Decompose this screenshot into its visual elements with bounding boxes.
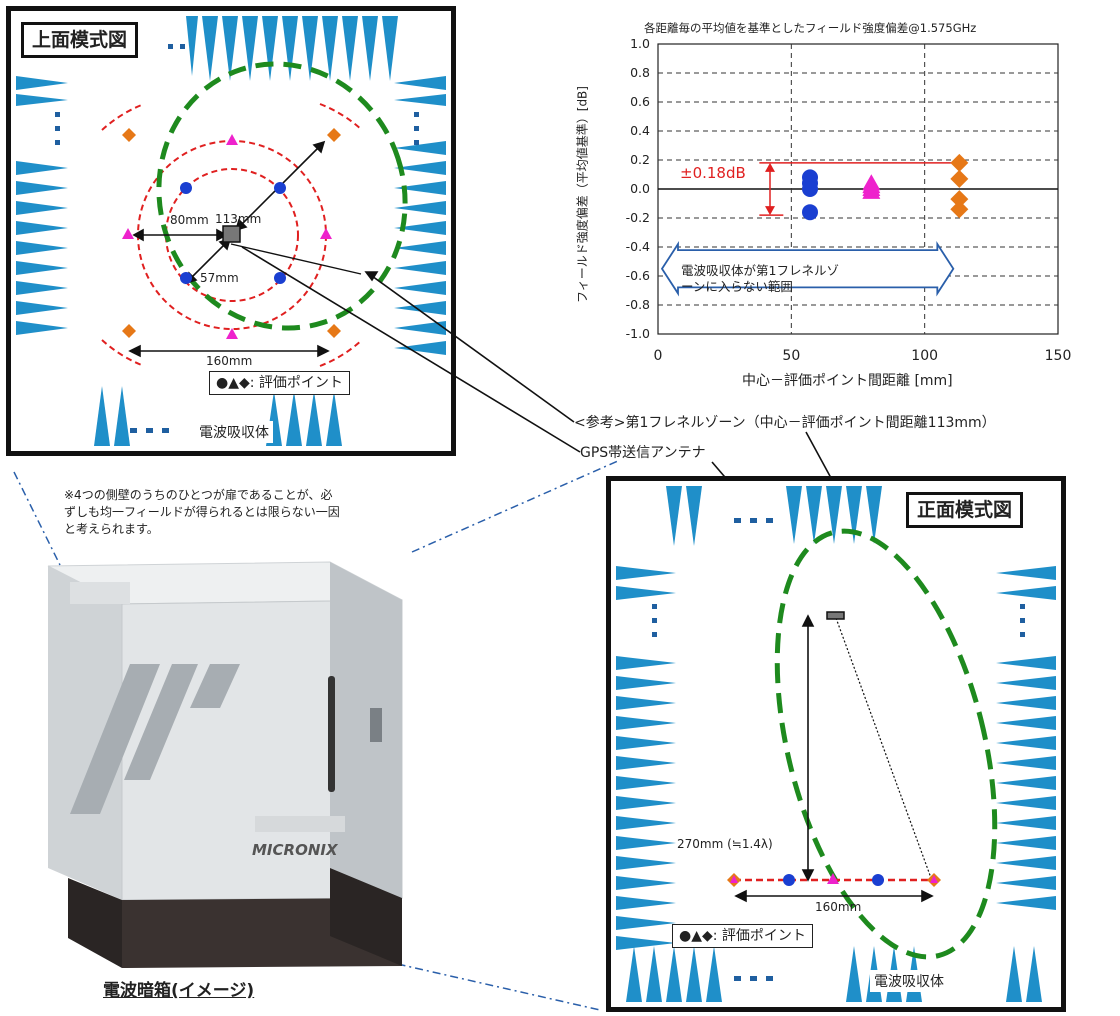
range-arrow-head-top bbox=[765, 162, 775, 172]
footnote: ※4つの側壁のうちのひとつが扉であることが、必 ずしも均一フィールドが得られると… bbox=[64, 487, 340, 538]
footnote-line-1: ※4つの側壁のうちのひとつが扉であることが、必 bbox=[64, 488, 333, 502]
chart-xlabel: 中心－評価ポイント間距離 [mm] bbox=[742, 373, 953, 389]
top-view-panel: 上面模式図 113mm 80mm 57mm 160mm ●▲◆: 評価ポイント … bbox=[6, 6, 456, 456]
label-270mm: 270mm (≒1.4λ) bbox=[677, 837, 773, 851]
y-tick-label: -0.8 bbox=[626, 297, 650, 312]
label-80mm: 80mm bbox=[170, 213, 209, 227]
y-tick-label: 0.8 bbox=[630, 65, 650, 80]
chart-range-annotation: ±0.18dB bbox=[680, 164, 746, 182]
chart-ylabel: フィールド強度偏差（平均値基準）[dB] bbox=[575, 86, 590, 303]
ring-57mm bbox=[165, 168, 299, 302]
y-tick-label: 0.4 bbox=[630, 123, 650, 138]
top-absorber-top bbox=[186, 16, 398, 81]
chart-title: 各距離毎の平均値を基準としたフィールド強度偏差@1.575GHz bbox=[644, 21, 977, 35]
label-160mm-front: 160mm bbox=[815, 900, 862, 914]
antenna-callout: GPS帯送信アンテナ bbox=[580, 445, 706, 461]
y-tick-label: -0.2 bbox=[626, 210, 650, 225]
data-point-circle bbox=[802, 181, 818, 197]
chart-panel: 1.0 0.8 0.6 0.4 0.2 0.0 -0.2 -0.4 -0.6 -0.8 -1.0 0 5… bbox=[566, 8, 1078, 393]
front-dimension-arrows bbox=[734, 614, 934, 903]
data-point-circle bbox=[802, 204, 818, 221]
top-absorber-label: 電波吸収体 bbox=[195, 421, 273, 443]
deviation-chart: 1.0 0.8 0.6 0.4 0.2 0.0 -0.2 -0.4 -0.6 -0.8 -1.0 0 5… bbox=[626, 36, 1072, 364]
top-antenna bbox=[222, 225, 241, 243]
data-point-triangle bbox=[862, 182, 881, 199]
annotation-arrow-box bbox=[660, 241, 955, 297]
data-point-diamond bbox=[950, 190, 969, 209]
data-point-diamond bbox=[950, 153, 969, 172]
y-tick-label: 0.0 bbox=[630, 181, 650, 196]
y-tick-label: -0.4 bbox=[626, 239, 650, 254]
front-antenna bbox=[826, 611, 845, 620]
data-point-diamond bbox=[950, 169, 969, 188]
x-tick-label: 50 bbox=[782, 348, 800, 364]
label-160mm-top: 160mm bbox=[206, 354, 253, 368]
range-arrow-head-bottom bbox=[765, 206, 775, 216]
data-point-diamond bbox=[950, 200, 969, 219]
front-legend: ●▲◆: 評価ポイント bbox=[672, 924, 813, 948]
front-view-panel: 正面模式図 270mm (≒1.4λ) 160mm ●▲◆: 評価ポイント 電波… bbox=[606, 476, 1066, 1012]
top-absorber-left bbox=[16, 76, 68, 335]
front-absorber-dots bbox=[652, 518, 1025, 981]
x-tick-label: 100 bbox=[911, 348, 938, 364]
label-113mm: 113mm bbox=[215, 212, 262, 226]
footnote-line-2: ずしも均一フィールドが得られるとは限らない一因 bbox=[64, 505, 340, 519]
front-absorber-left bbox=[616, 566, 676, 950]
front-eval-points bbox=[727, 873, 941, 887]
shield-box-image: MICRONIX bbox=[30, 548, 410, 968]
shield-box-illustration bbox=[47, 561, 403, 968]
fresnel-zone-front bbox=[774, 528, 998, 960]
label-57mm: 57mm bbox=[200, 271, 239, 285]
top-absorber-dots bbox=[55, 44, 419, 433]
top-view-title: 上面模式図 bbox=[21, 22, 139, 58]
box-caption: 電波暗箱(イメージ) bbox=[103, 981, 255, 1001]
top-legend: ●▲◆: 評価ポイント bbox=[209, 371, 350, 395]
front-absorber-top bbox=[666, 486, 882, 546]
x-tick-label: 150 bbox=[1045, 348, 1072, 364]
footnote-line-3: と考えられます。 bbox=[64, 522, 159, 536]
y-tick-label: 1.0 bbox=[630, 36, 650, 51]
x-tick-label: 0 bbox=[654, 348, 663, 364]
front-absorber-right bbox=[996, 566, 1056, 910]
y-tick-label: 0.6 bbox=[630, 94, 650, 109]
fresnel-callout: <参考>第1フレネルゾーン（中心－評価ポイント間距離113mm） bbox=[574, 415, 996, 431]
brand-label: MICRONIX bbox=[252, 841, 338, 859]
ring-113mm-arcs bbox=[101, 103, 363, 367]
y-tick-label: 0.2 bbox=[630, 152, 650, 167]
y-tick-label: -0.6 bbox=[626, 268, 650, 283]
chart-box-annotation: 電波吸収体が第1フレネルゾーンに入らない範囲 bbox=[681, 263, 839, 294]
y-tick-label: -1.0 bbox=[626, 326, 650, 341]
front-view-diagram bbox=[606, 476, 1066, 1012]
front-view-title: 正面模式図 bbox=[906, 492, 1024, 528]
front-absorber-label: 電波吸収体 bbox=[870, 970, 948, 992]
